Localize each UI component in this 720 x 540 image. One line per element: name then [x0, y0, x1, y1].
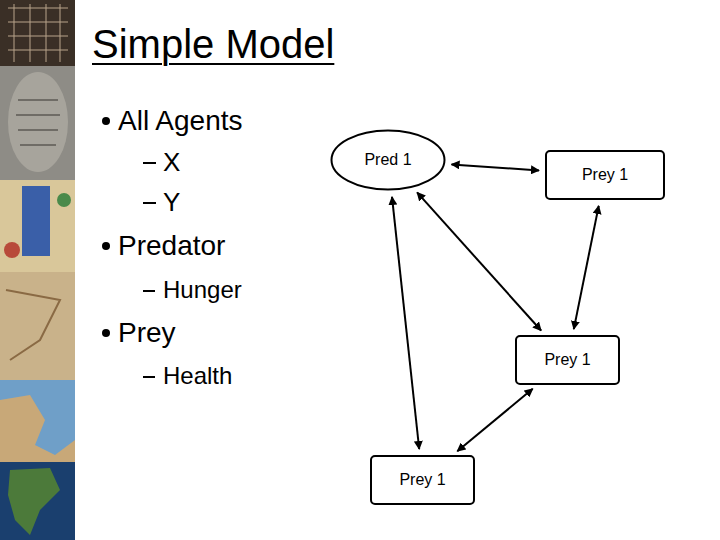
connector-arrow — [417, 192, 541, 330]
map-detail — [4, 242, 20, 258]
node-label: Prey 1 — [582, 166, 628, 184]
ellipse-shape — [332, 131, 445, 190]
globe-land — [8, 468, 60, 535]
grid-image — [0, 0, 75, 66]
node-label: Prey 1 — [399, 471, 445, 489]
slide-title: Simple Model — [92, 21, 334, 67]
sub-bullet-text: Health — [163, 362, 232, 390]
sea-map-image — [0, 380, 75, 462]
globe-image — [0, 462, 75, 540]
bullet-dash — [143, 162, 156, 164]
map-figure — [22, 186, 50, 256]
predator-ellipse: Pred 1 — [330, 129, 446, 191]
bullet-dot — [102, 117, 110, 125]
tablet-marks — [16, 100, 60, 145]
prey-box: Prey 1 — [515, 335, 620, 385]
bullet-text: All Agents — [118, 105, 243, 137]
prey-box: Prey 1 — [370, 455, 475, 505]
sub-bullet-text: Hunger — [163, 276, 242, 304]
bullet-dash — [143, 376, 155, 378]
tablet-stone — [8, 72, 68, 172]
connector-arrow — [452, 164, 540, 170]
sub-bullet-text: Y — [163, 187, 180, 217]
bullet-text: Predator — [118, 230, 225, 262]
node-label: Pred 1 — [364, 151, 411, 169]
map-detail — [57, 193, 71, 207]
map-image — [0, 180, 75, 272]
sea-map-land — [0, 395, 75, 462]
connector-arrow — [392, 197, 419, 449]
node-label: Prey 1 — [544, 351, 590, 369]
connector-arrow — [574, 206, 599, 329]
bullet-dot — [102, 329, 110, 337]
parchment-image — [0, 272, 75, 380]
tablet-image — [0, 66, 75, 180]
bullet-dot — [102, 242, 110, 250]
connector-arrow — [457, 389, 532, 451]
parchment-lines — [6, 290, 60, 360]
bullet-dash — [143, 290, 155, 292]
prey-box: Prey 1 — [545, 150, 665, 200]
bullet-dash — [143, 202, 156, 204]
bullet-text: Prey — [118, 317, 176, 349]
sub-bullet-text: X — [163, 147, 180, 177]
grid-lines — [8, 4, 68, 62]
image-strip — [0, 0, 75, 540]
